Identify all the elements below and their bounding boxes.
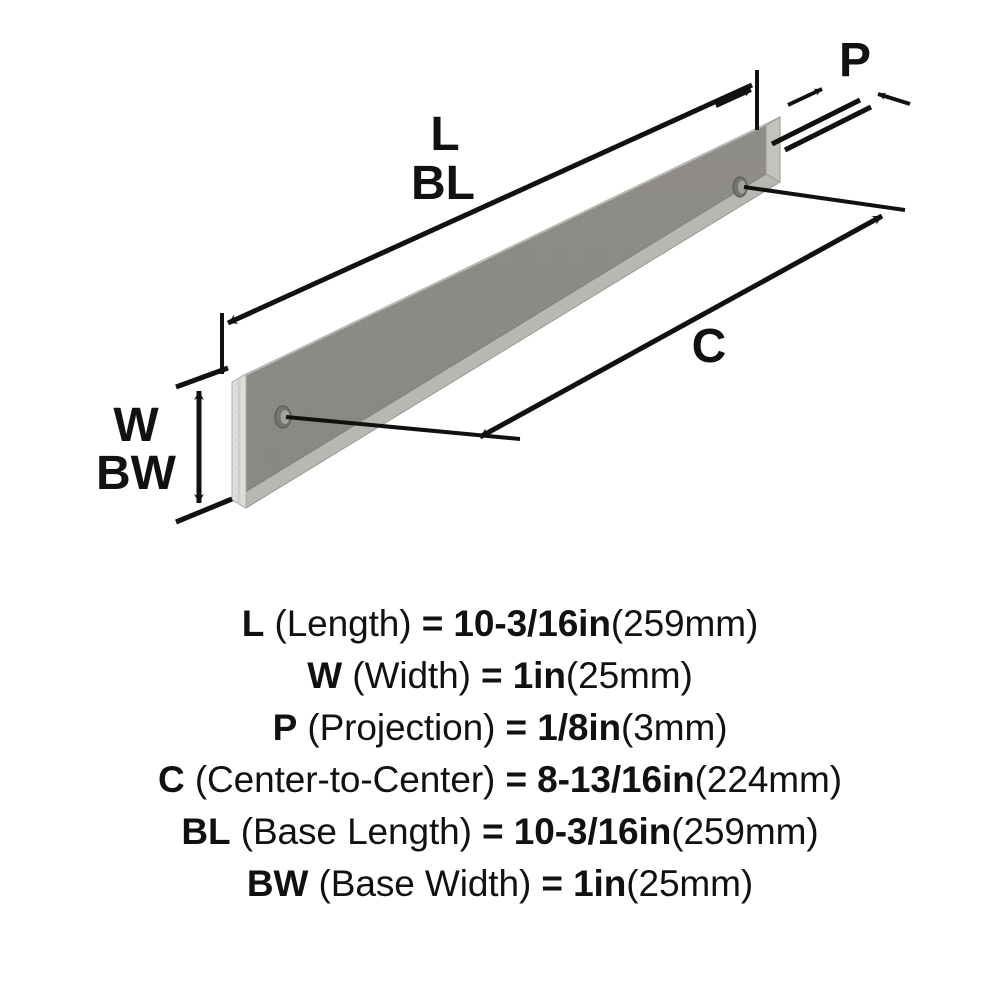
spec-line-base-width: BW (Base Width) = 1in(25mm) (0, 858, 1000, 910)
spec-line-base-length: BL (Base Length) = 10-3/16in(259mm) (0, 806, 1000, 858)
product-diagram: L BL P W BW (96, 34, 911, 525)
bar-solid (231, 116, 781, 509)
spec-abbr: P (272, 707, 298, 748)
spec-name: (Projection) (307, 707, 496, 748)
spec-equals: = (505, 707, 528, 748)
spec-equals: = (505, 759, 527, 800)
length-dimension-line (226, 82, 754, 326)
spec-abbr: BW (246, 863, 309, 904)
dimension-center-to-center: C (285, 185, 906, 441)
dimension-width: W BW (96, 365, 233, 525)
ctc-dimension-line (478, 213, 884, 440)
spec-metric: (224mm) (694, 759, 842, 800)
spec-imperial: 10-3/16in (453, 603, 611, 644)
label-C: C (692, 320, 727, 373)
diagram-canvas: L BL P W BW (96, 34, 911, 525)
spec-equals: = (421, 603, 444, 644)
spec-abbr: L (241, 603, 265, 644)
width-witness-bottom (175, 496, 233, 525)
projection-arrow-left (787, 87, 823, 107)
spec-name: (Base Length) (240, 811, 472, 852)
spec-equals: = (481, 655, 503, 696)
spec-metric: (259mm) (610, 603, 759, 644)
spec-name: (Center-to-Center) (194, 759, 496, 800)
mounting-hole-left (274, 405, 292, 429)
length-right-arrow (715, 88, 752, 108)
spec-name: (Base Width) (318, 863, 532, 904)
spec-line-center-to-center: C (Center-to-Center) = 8-13/16in(224mm) (0, 754, 1000, 806)
spec-line-projection: P (Projection) = 1/8in(3mm) (0, 702, 1000, 754)
spec-abbr: W (307, 655, 343, 696)
width-witness-top (175, 365, 229, 390)
spec-line-length: L (Length) = 10-3/16in(259mm) (0, 598, 1000, 650)
label-L: L (430, 108, 459, 161)
projection-extension-line-b (783, 104, 873, 153)
label-BW: BW (96, 447, 177, 500)
projection-extension-line-a (770, 97, 862, 147)
spec-imperial: 1in (573, 863, 627, 904)
label-P: P (839, 34, 871, 87)
label-BL: BL (411, 157, 475, 210)
spec-name: (Length) (274, 603, 412, 644)
spec-metric: (25mm) (565, 655, 693, 696)
spec-imperial: 1in (512, 655, 566, 696)
dimension-length: L BL (220, 70, 759, 374)
ctc-leader-right (743, 185, 906, 212)
label-W: W (113, 399, 159, 452)
spec-equals: = (482, 811, 504, 852)
spec-imperial: 1/8in (537, 707, 622, 748)
spec-imperial: 10-3/16in (513, 811, 672, 852)
spec-imperial: 8-13/16in (537, 759, 695, 800)
dimension-projection: P (770, 34, 911, 153)
spec-name: (Width) (352, 655, 471, 696)
bar-front-face-shade (232, 125, 766, 500)
spec-metric: (259mm) (671, 811, 819, 852)
dimension-spec-list: L (Length) = 10-3/16in(259mm) W (Width) … (0, 598, 1000, 910)
spec-metric: (25mm) (626, 863, 754, 904)
bar-back-edge (765, 116, 781, 183)
spec-abbr: C (158, 759, 185, 800)
spec-abbr: BL (181, 811, 231, 852)
spec-equals: = (541, 863, 563, 904)
spec-metric: (3mm) (621, 707, 728, 748)
projection-arrow-right (877, 92, 911, 106)
spec-line-width: W (Width) = 1in(25mm) (0, 650, 1000, 702)
